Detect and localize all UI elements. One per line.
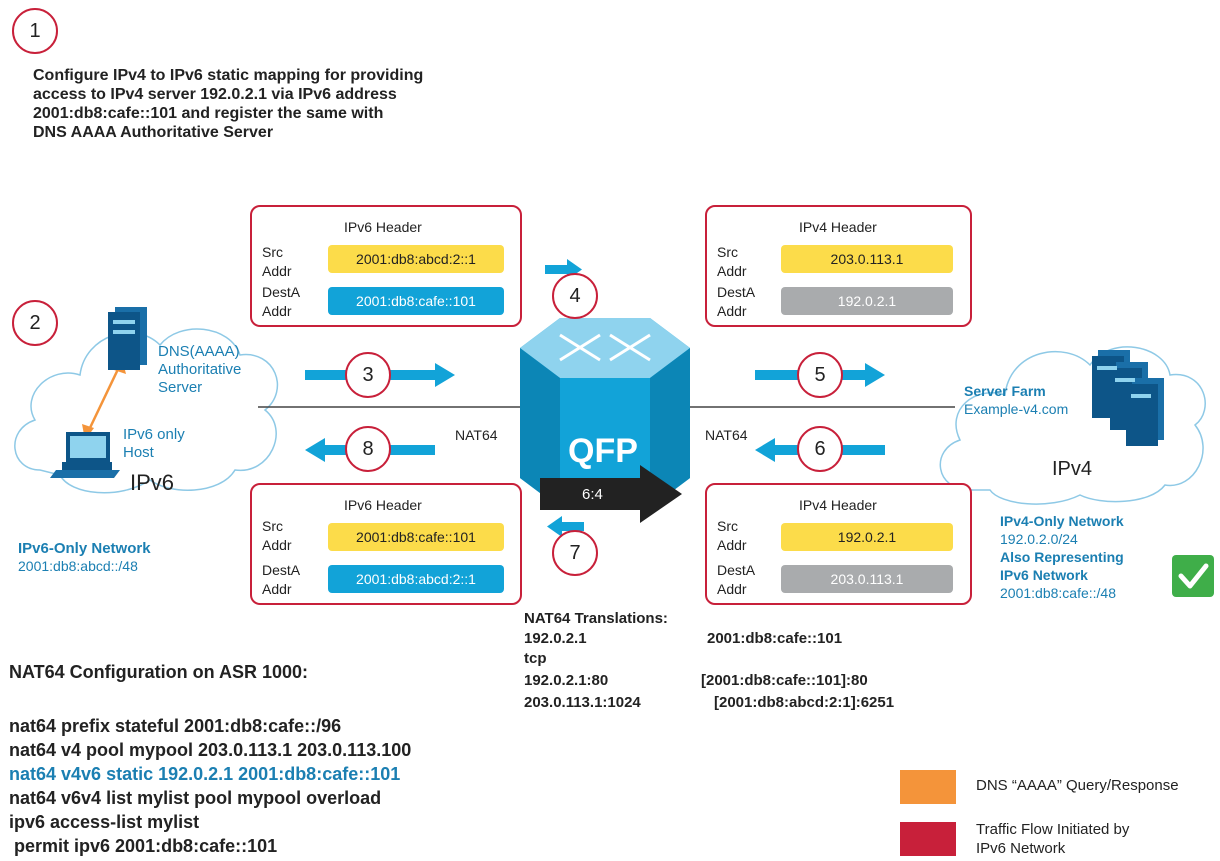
step-1: 1 [12,8,58,54]
dest-addr-value: 192.0.2.1 [781,287,953,315]
check-icon [1172,555,1214,597]
src-addr-value: 2001:db8:cafe::101 [328,523,504,551]
translation-left: 192.0.2.1:80 [524,672,609,689]
legend-swatch-dns [900,770,956,804]
config-line: permit ipv6 2001:db8:cafe::101 [9,836,278,856]
intro-line: access to IPv4 server 192.0.2.1 via IPv6… [33,86,397,103]
config-line-highlight: nat64 v4v6 static 192.0.2.1 2001:db8:caf… [9,764,401,784]
step-7: 7 [552,530,598,576]
header-title: IPv4 Header [799,497,877,513]
config-line: nat64 v4 pool mypool 203.0.113.1 203.0.1… [9,740,412,760]
config-line: nat64 prefix stateful 2001:db8:cafe::/96 [9,716,342,736]
server-farm-domain: Example-v4.com [964,401,1069,417]
dest-addr-value: 203.0.113.1 [781,565,953,593]
ipv4-cloud-label: IPv4 [1052,458,1093,480]
dns-server-icon [108,307,147,370]
step-5: 5 [797,352,843,398]
src-addr-value: 2001:db8:abcd:2::1 [328,245,504,273]
server-farm-title: Server Farm [964,383,1046,399]
step-2: 2 [12,300,58,346]
intro-line: Configure IPv4 to IPv6 static mapping fo… [33,67,424,84]
step-3: 3 [345,352,391,398]
translation-right: [2001:db8:abcd:2:1]:6251 [714,694,895,711]
ipv4-network-caption: IPv4-Only Network 192.0.2.0/24 Also Repr… [1000,513,1124,601]
intro-line: 2001:db8:cafe::101 and register the same… [33,105,384,122]
ipv6-network-title: IPv6-Only Network [18,540,151,557]
legend-swatch-traffic [900,822,956,856]
legend-dns-label: DNS “AAAA” Query/Response [976,777,1179,794]
config-title: NAT64 Configuration on ASR 1000: [9,662,309,682]
src-addr-value: 192.0.2.1 [781,523,953,551]
intro-line: DNS AAAA Authoritative Server [33,124,274,141]
header-title: IPv6 Header [344,497,422,513]
header-title: IPv4 Header [799,219,877,235]
nat64-left-label: NAT64 [455,427,498,443]
translation-right: [2001:db8:cafe::101]:80 [701,672,868,689]
dest-addr-value: 2001:db8:abcd:2::1 [328,565,504,593]
translation-left: 192.0.2.1 [524,630,587,647]
config-line: nat64 v6v4 list mylist pool mypool overl… [9,788,382,808]
six-four-label: 6:4 [582,486,603,503]
step-6: 6 [797,426,843,472]
ipv6-cloud-label: IPv6 [130,470,175,495]
ipv6-network-prefix: 2001:db8:abcd::/48 [18,558,138,574]
legend-traffic-label: Traffic Flow Initiated by IPv6 Network [976,821,1130,857]
dns-query-arrow [86,364,122,433]
src-addr-value: 203.0.113.1 [781,245,953,273]
translation-right: 2001:db8:cafe::101 [707,630,843,647]
translation-left: tcp [524,650,547,667]
nat64-right-label: NAT64 [705,427,748,443]
dns-server-label: DNS(AAAA) Authoritative Server [158,343,242,396]
host-computer-icon [50,432,120,478]
config-line: ipv6 access-list mylist [9,812,200,832]
intro-text: Configure IPv4 to IPv6 static mapping fo… [33,66,423,142]
qfp-router [520,318,690,508]
step-8: 8 [345,426,391,472]
server-farm-icon [1092,350,1164,446]
translations-title: NAT64 Translations: [524,610,668,627]
six-four-arrow [540,465,682,523]
qfp-label: QFP [568,432,638,470]
translation-left: 203.0.113.1:1024 [524,694,641,711]
step-4: 4 [552,273,598,319]
header-title: IPv6 Header [344,219,422,235]
host-label: IPv6 only Host [123,426,185,461]
dest-addr-value: 2001:db8:cafe::101 [328,287,504,315]
